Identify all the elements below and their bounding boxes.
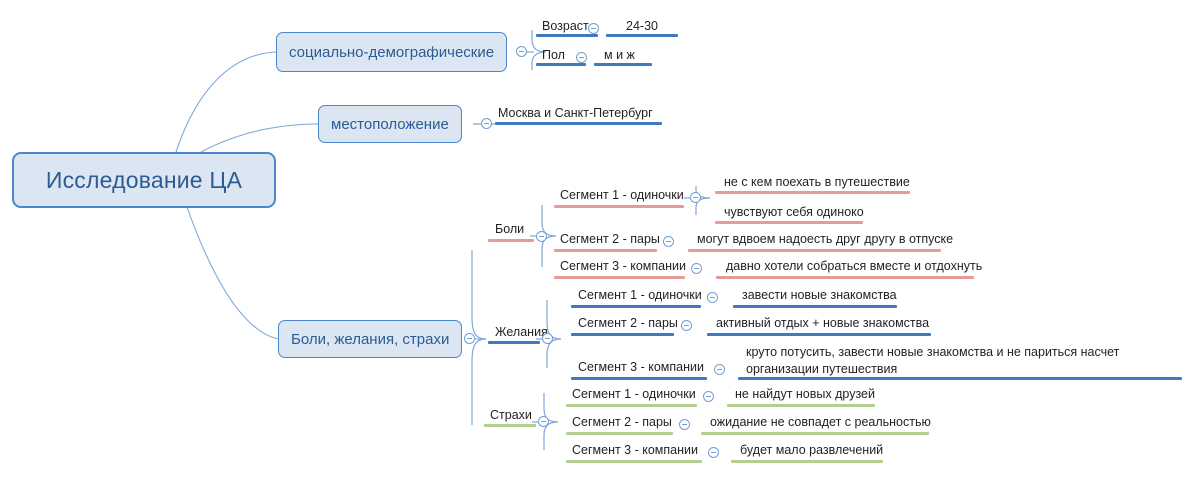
collapse-toggle-gender[interactable] [576, 52, 587, 63]
underline-pains-2-1 [688, 249, 941, 252]
underline-group-desires [488, 341, 540, 344]
node-pains-desires-fears-label: Боли, желания, страхи [291, 330, 450, 348]
item-fears-2-1[interactable]: ожидание не совпадет с реальностью [710, 415, 931, 429]
underline-fears-seg2 [566, 432, 673, 435]
underline-gender-value [594, 63, 652, 66]
underline-desires-seg2 [571, 333, 674, 336]
collapse-toggle-demographics[interactable] [516, 46, 527, 57]
collapse-toggle-desires-seg3[interactable] [714, 364, 725, 375]
underline-desires-1-1 [733, 305, 897, 308]
underline-fears-2-1 [701, 432, 929, 435]
underline-desires-seg3 [571, 377, 707, 380]
leaf-age-value[interactable]: 24-30 [626, 19, 658, 33]
underline-fears-3-1 [731, 460, 883, 463]
root-node-label: Исследование ЦА [45, 166, 243, 193]
underline-desires-seg1 [571, 305, 701, 308]
leaf-cities[interactable]: Москва и Санкт-Петербург [498, 106, 653, 120]
collapse-toggle-pains-desires-fears[interactable] [464, 333, 475, 344]
segment-fears-2-label[interactable]: Сегмент 2 - пары [572, 415, 672, 429]
group-fears-label[interactable]: Страхи [490, 408, 532, 422]
item-pains-1-2[interactable]: чувствуют себя одиноко [724, 205, 864, 219]
collapse-toggle-pains[interactable] [536, 231, 547, 242]
item-pains-2-1[interactable]: могут вдвоем надоесть друг другу в отпус… [697, 232, 954, 246]
collapse-toggle-fears-seg2[interactable] [679, 419, 690, 430]
underline-pains-seg2 [554, 249, 657, 252]
node-pains-desires-fears[interactable]: Боли, желания, страхи [278, 320, 463, 358]
underline-age-value [606, 34, 678, 37]
collapse-toggle-pains-seg2[interactable] [663, 236, 674, 247]
underline-gender-label [536, 63, 586, 66]
underline-cities [495, 122, 662, 125]
collapse-toggle-desires[interactable] [542, 333, 553, 344]
underline-group-fears [484, 424, 536, 427]
underline-fears-seg1 [566, 404, 697, 407]
underline-pains-seg1 [554, 205, 684, 208]
underline-pains-1-1 [715, 191, 910, 194]
collapse-toggle-fears-seg3[interactable] [708, 447, 719, 458]
node-location-label: местоположение [331, 115, 449, 133]
collapse-toggle-location[interactable] [481, 118, 492, 129]
segment-pains-3-label[interactable]: Сегмент 3 - компании [560, 259, 686, 273]
underline-pains-3-1 [716, 276, 974, 279]
node-location[interactable]: местоположение [318, 105, 462, 143]
segment-pains-2-label[interactable]: Сегмент 2 - пары [560, 232, 660, 246]
collapse-toggle-fears-seg1[interactable] [703, 391, 714, 402]
collapse-toggle-fears[interactable] [538, 416, 549, 427]
collapse-toggle-pains-seg1[interactable] [690, 192, 701, 203]
underline-pains-seg3 [554, 276, 685, 279]
item-fears-3-1[interactable]: будет мало развлечений [740, 443, 884, 457]
collapse-toggle-desires-seg2[interactable] [681, 320, 692, 331]
segment-pains-1-label[interactable]: Сегмент 1 - одиночки [560, 188, 684, 202]
underline-group-pains [488, 239, 534, 242]
underline-age-label [536, 34, 598, 37]
underline-fears-seg3 [566, 460, 702, 463]
item-desires-2-1[interactable]: активный отдых + новые знакомства [716, 316, 930, 330]
segment-desires-1-label[interactable]: Сегмент 1 - одиночки [578, 288, 702, 302]
item-desires-1-1[interactable]: завести новые знакомства [742, 288, 897, 302]
node-demographics[interactable]: социально-демографические [276, 32, 508, 72]
segment-fears-3-label[interactable]: Сегмент 3 - компании [572, 443, 698, 457]
underline-desires-2-1 [707, 333, 931, 336]
leaf-gender-label[interactable]: Пол [542, 48, 565, 62]
item-pains-1-1[interactable]: не с кем поехать в путешествие [724, 175, 910, 189]
segment-desires-3-label[interactable]: Сегмент 3 - компании [578, 360, 704, 374]
collapse-toggle-pains-seg3[interactable] [691, 263, 702, 274]
node-demographics-label: социально-демографические [289, 43, 495, 61]
segment-desires-2-label[interactable]: Сегмент 2 - пары [578, 316, 678, 330]
collapse-toggle-desires-seg1[interactable] [707, 292, 718, 303]
item-fears-1-1[interactable]: не найдут новых друзей [735, 387, 875, 401]
item-desires-3-1[interactable]: круто потусить, завести новые знакомства… [746, 345, 1120, 376]
group-pains-label[interactable]: Боли [495, 222, 525, 236]
root-node[interactable]: Исследование ЦА [12, 152, 276, 208]
group-desires-label[interactable]: Желания [495, 325, 548, 339]
underline-desires-3-1 [738, 377, 1182, 380]
underline-fears-1-1 [727, 404, 875, 407]
underline-pains-1-2 [715, 221, 863, 224]
leaf-age-label[interactable]: Возраст [542, 19, 589, 33]
segment-fears-1-label[interactable]: Сегмент 1 - одиночки [572, 387, 696, 401]
collapse-toggle-age[interactable] [588, 23, 599, 34]
leaf-gender-value[interactable]: м и ж [604, 48, 635, 62]
item-pains-3-1[interactable]: давно хотели собраться вместе и отдохнут… [726, 259, 983, 273]
